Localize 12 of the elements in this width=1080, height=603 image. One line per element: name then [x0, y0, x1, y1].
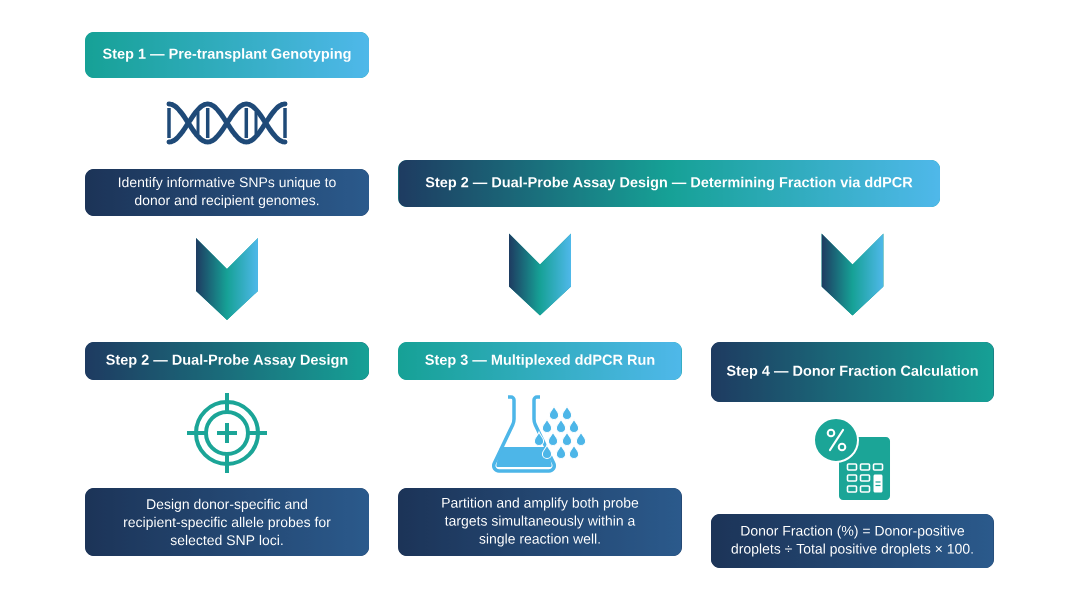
step-banner: Step 3 — Multiplexed ddPCR Run: [398, 342, 682, 380]
chevron-arrow: [196, 238, 258, 320]
step-banner: Step 2 — Dual-Probe Assay Design — Determining Fraction via ddPCR: [398, 160, 940, 207]
chevron-arrow: [821, 233, 884, 316]
step-banner: Step 4 — Donor Fraction Calculation: [711, 342, 994, 402]
description-box: Partition and amplify both probe targets simultaneously within a single reaction well.: [398, 488, 682, 556]
chevron-arrow: [509, 233, 571, 316]
description-box: Identify informative SNPs unique to donor and recipient genomes.: [85, 169, 369, 216]
step-banner: Step 1 — Pre-transplant Genotyping: [85, 32, 369, 78]
step-banner: Step 2 — Dual-Probe Assay Design: [85, 342, 369, 380]
description-box: Design donor-specific and recipient-specific allele probes for selected SNP loci.: [85, 488, 369, 556]
description-box: Donor Fraction (%) = Donor-positive droplets ÷ Total positive droplets × 100.: [711, 514, 994, 568]
